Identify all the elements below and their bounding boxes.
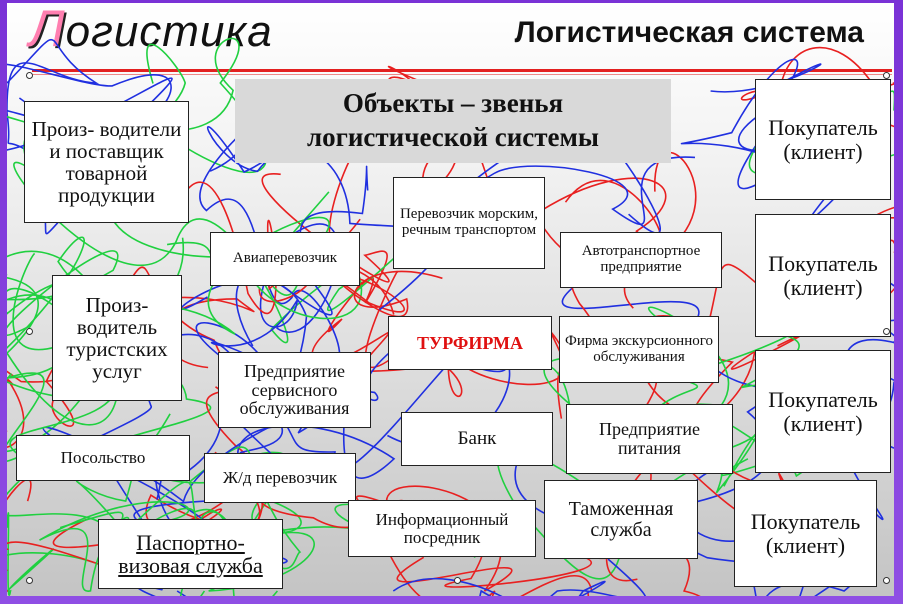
node-buyer-1: Покупатель (клиент)	[755, 79, 891, 200]
node-producers: Произ- водители и поставщик товарной про…	[24, 101, 189, 223]
scribble-path	[7, 279, 121, 462]
node-buyer-3: Покупатель (клиент)	[755, 350, 891, 473]
selection-handle[interactable]	[454, 577, 461, 584]
slide: Логистика Логистическая система Объекты …	[7, 3, 894, 596]
node-turfirma: ТУРФИРМА	[388, 316, 552, 370]
node-excursion: Фирма экскурсионного обслуживания	[559, 316, 719, 383]
node-sea-carrier: Перевозчик морским, речным транспортом	[393, 177, 545, 269]
selection-handle[interactable]	[26, 72, 33, 79]
logo: Логистика	[29, 3, 273, 59]
node-service: Предприятие сервисного обслуживания	[218, 352, 371, 428]
selection-handle[interactable]	[26, 577, 33, 584]
node-embassy: Посольство	[16, 435, 190, 481]
node-food: Предприятие питания	[566, 404, 733, 474]
selection-handle[interactable]	[883, 328, 890, 335]
node-info: Информационный посредник	[348, 500, 536, 557]
scribble-path	[7, 472, 190, 592]
scribble-path	[7, 38, 100, 235]
node-tourism-producer: Произ- водитель туристских услуг	[52, 275, 182, 401]
scribble-path	[7, 250, 119, 457]
center-title: Объекты – звенья логистической системы	[235, 79, 671, 163]
node-customs: Таможенная служба	[544, 480, 698, 559]
node-buyer-2: Покупатель (клиент)	[755, 214, 891, 337]
logo-rest: огистика	[65, 7, 273, 56]
header-rule-thin	[32, 74, 892, 75]
header-rule	[32, 69, 892, 72]
page-title: Логистическая система	[514, 16, 864, 49]
selection-handle[interactable]	[26, 328, 33, 335]
node-buyer-4: Покупатель (клиент)	[734, 480, 877, 587]
selection-handle[interactable]	[883, 72, 890, 79]
node-auto-transport: Автотранспортное предприятие	[560, 232, 722, 288]
scribble-path	[7, 63, 173, 151]
node-rail: Ж/д перевозчик	[204, 453, 356, 503]
node-passport: Паспортно- визовая служба	[98, 519, 283, 589]
selection-handle[interactable]	[883, 577, 890, 584]
node-air-carrier: Авиаперевозчик	[210, 232, 360, 286]
scribble-path	[7, 350, 92, 449]
scribble-path	[392, 558, 646, 596]
node-bank: Банк	[401, 412, 553, 466]
logo-first-letter: Л	[29, 3, 66, 58]
